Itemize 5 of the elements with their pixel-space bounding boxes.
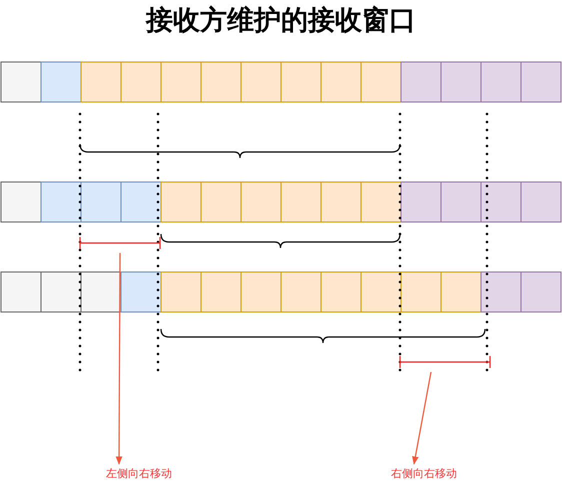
annotation-text: 右侧向右移动 — [391, 466, 457, 481]
title: 接收方维护的接收窗口 — [144, 4, 417, 38]
arrow — [116, 253, 122, 465]
arrow — [412, 372, 432, 465]
annotation-text: 左侧向右移动 — [106, 466, 172, 481]
